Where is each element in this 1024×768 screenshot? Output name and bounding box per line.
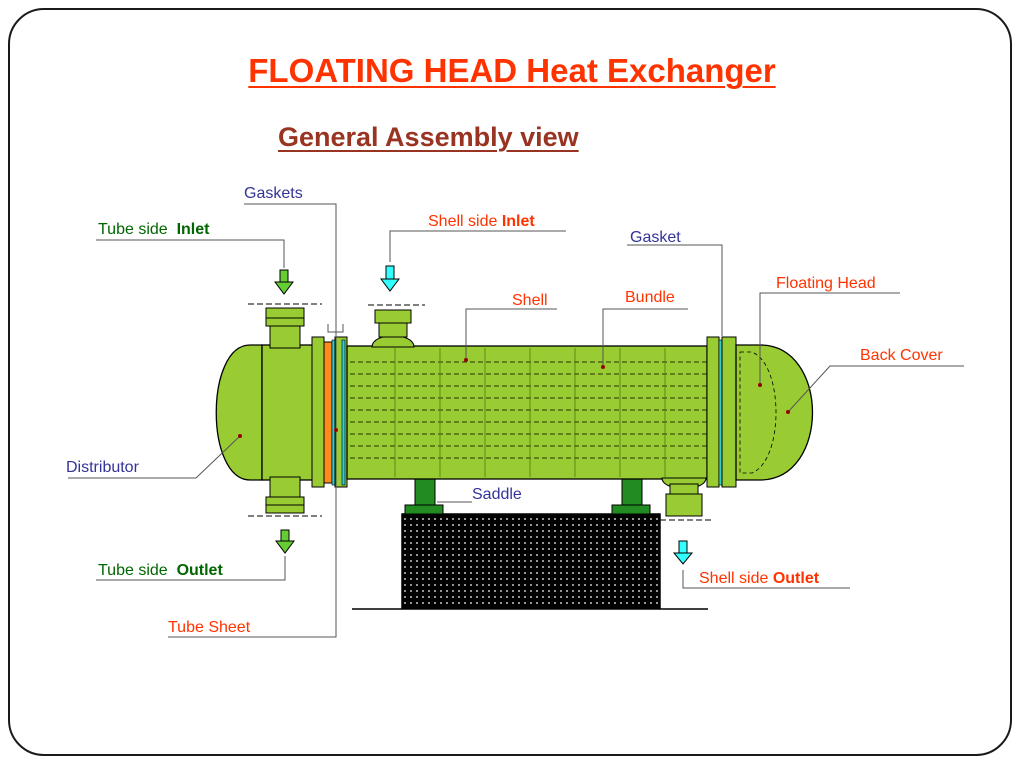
- shell-inlet-nozzle: [368, 304, 425, 348]
- shell-outlet-nozzle: [660, 477, 712, 521]
- tube-outlet-nozzle: [248, 476, 322, 517]
- foundation-block: [401, 513, 661, 609]
- tube-outlet-arrow: [275, 529, 295, 554]
- label-tube-side-inlet: Tube side Inlet: [98, 221, 210, 238]
- label-floating-head: Floating Head: [776, 275, 876, 292]
- page-subtitle: General Assembly view: [278, 122, 579, 152]
- leader-dots: [238, 358, 790, 438]
- label-shell: Shell: [512, 292, 548, 309]
- label-back-cover: Back Cover: [860, 347, 943, 364]
- shell-inlet-arrow: [380, 265, 400, 292]
- floating-head: [739, 351, 777, 474]
- back-cover: [735, 344, 813, 481]
- shell-flange-right: [706, 336, 720, 488]
- channel-flange: [311, 336, 325, 488]
- label-tube-side-outlet: Tube side Outlet: [98, 562, 223, 579]
- cover-flange: [721, 336, 737, 488]
- label-saddle: Saddle: [472, 486, 522, 503]
- label-gaskets: Gaskets: [244, 185, 303, 202]
- label-gasket: Gasket: [630, 229, 681, 246]
- tube-sheet: [323, 341, 333, 484]
- tube-inlet-nozzle: [248, 303, 322, 349]
- baffles: [394, 348, 666, 477]
- label-distributor: Distributor: [66, 459, 139, 476]
- page-title: FLOATING HEAD Heat Exchanger: [248, 52, 776, 89]
- label-bundle: Bundle: [625, 289, 675, 306]
- shell-body: [346, 345, 708, 480]
- label-shell-side-inlet: Shell side Inlet: [428, 213, 535, 230]
- tube-bundle-lines: [350, 361, 760, 459]
- shell-outlet-arrow: [672, 540, 694, 565]
- slide-frame: [8, 8, 1012, 756]
- leader-lines: [68, 203, 964, 638]
- label-tube-sheet: Tube Sheet: [168, 619, 251, 636]
- gasket-left-b: [341, 339, 346, 486]
- distributor-channel: [261, 344, 315, 481]
- tube-inlet-arrow: [274, 269, 294, 295]
- distributor-head: [215, 344, 263, 481]
- label-shell-side-outlet: Shell side Outlet: [699, 570, 820, 587]
